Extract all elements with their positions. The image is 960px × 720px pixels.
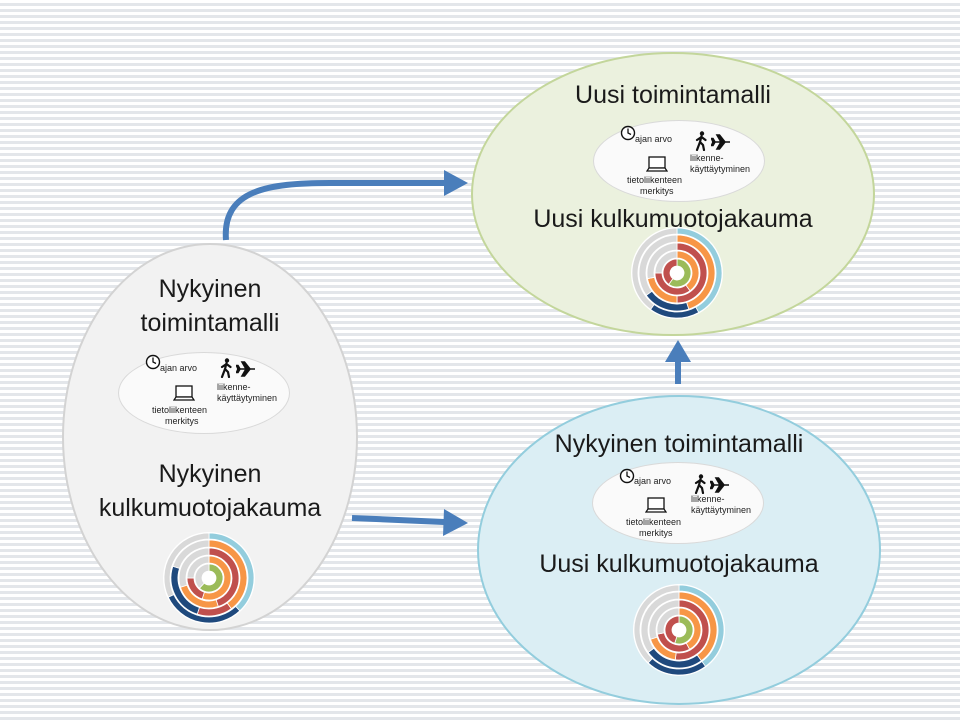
time-value-label: ajan arvo [160,363,198,373]
ict-importance-label-1: tietoliikenteen [152,405,208,415]
laptop-icon [644,497,668,520]
ring-segment [198,563,224,593]
ring-segment [163,532,210,598]
laptop-icon [645,156,669,179]
ring-segment [646,242,678,280]
top-title: Uusi toimintamalli [575,81,771,109]
bottom-factors: ajan arvo liikenne- käyttäytyminen tieto… [592,462,764,544]
arrow-to-new-model-head [444,170,468,196]
arrow-up-head [665,340,691,362]
ict-importance-label-2: merkitys [165,416,199,426]
clock-icon [619,468,635,489]
left-title-line1: Nykyinen [158,275,262,303]
ring-segment [656,607,680,635]
travel-behaviour-label-2: käyttäytyminen [691,505,752,515]
travel-behaviour-label-2: käyttäytyminen [217,393,278,403]
ring-segment [194,563,210,589]
top-factors: ajan arvo liikenne- käyttäytyminen tieto… [593,120,765,202]
ring-segment [633,584,680,664]
left-split-title: Nykyinen kulkumuotojakauma [62,457,358,525]
travel-behaviour-label-1: liikenne- [691,494,725,504]
ring-segment [662,258,678,285]
airplane-icon [710,134,731,155]
current-model-new-split-ellipse [477,395,881,705]
ring-segment [664,615,680,644]
airplane-icon [235,361,256,382]
arrow-to-new-split-head [443,509,468,536]
ring-segment [668,258,692,288]
left-factors: ajan arvo liikenne- käyttäytyminen tieto… [118,352,290,434]
travel-behaviour-label-1: liikenne- [217,382,251,392]
ict-importance-label-1: tietoliikenteen [626,517,682,527]
ict-importance-label-2: merkitys [640,186,674,196]
time-value-label: ajan arvo [634,476,672,486]
left-split-line1: Nykyinen [158,460,262,488]
arrow-to-new-model [222,180,446,241]
walking-person-icon [694,131,708,156]
walking-person-icon [693,474,707,499]
ring-segment [631,227,678,310]
ring-segment [178,547,210,588]
clock-icon [620,125,636,146]
clock-icon [145,354,161,375]
travel-behaviour-label-1: liikenne- [690,153,724,163]
ring-segment [638,234,678,296]
left-split-line2: kulkumuotojakauma [98,494,322,522]
walking-person-icon [219,358,233,383]
ict-importance-label-1: tietoliikenteen [627,175,683,185]
ring-segment [654,250,678,274]
ring-segment [648,599,680,640]
ring-segment [640,591,680,653]
ring-segment [172,539,210,569]
travel-behaviour-label-2: käyttäytyminen [690,164,751,174]
ict-importance-label-2: merkitys [639,528,673,538]
left-title: Nykyinen toimintamalli [62,272,358,340]
time-value-label: ajan arvo [635,134,673,144]
laptop-icon [172,385,196,408]
bottom-split-title: Uusi kulkumuotojakauma [539,550,819,578]
airplane-icon [709,477,730,498]
arrow-to-new-split [351,515,445,525]
bottom-title: Nykyinen toimintamalli [554,430,804,458]
left-title-line2: toimintamalli [140,309,280,337]
ring-segment [186,555,210,579]
